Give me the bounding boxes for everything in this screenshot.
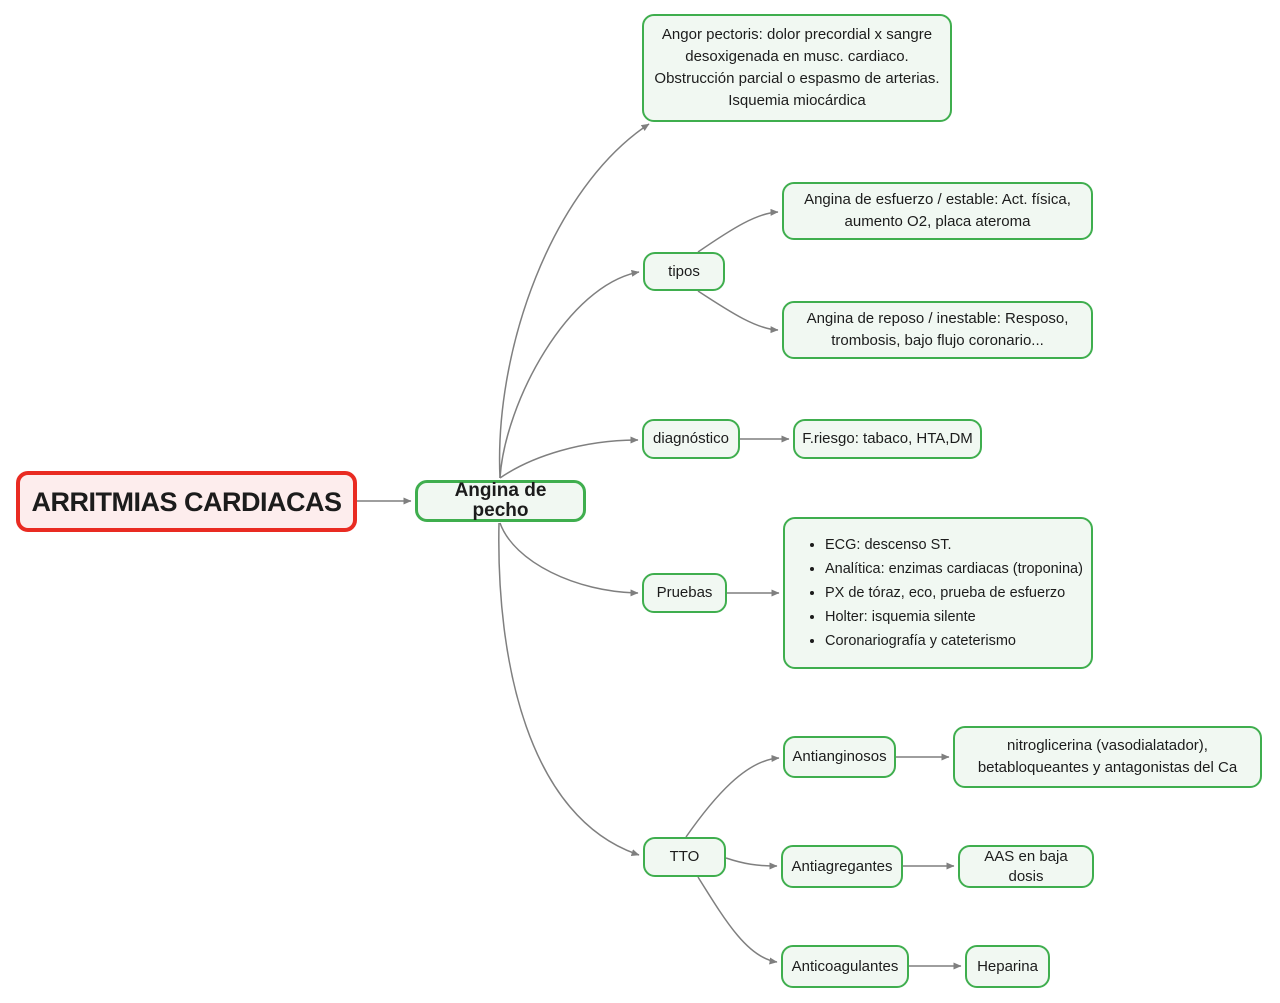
node-label: F.riesgo: tabaco, HTA,DM (802, 430, 973, 447)
node-antianginosos[interactable]: Antianginosos (783, 736, 896, 778)
node-label-line: Isquemia miocárdica (728, 92, 866, 109)
edge-main-to-tipos (499, 269, 640, 479)
node-factores-riesgo[interactable]: F.riesgo: tabaco, HTA,DM (793, 419, 982, 459)
node-tto[interactable]: TTO (643, 837, 726, 877)
node-label: Anticoagulantes (791, 957, 899, 975)
node-label: Antiagregantes (791, 857, 893, 875)
node-label: Angina de pecho (454, 480, 547, 521)
node-definicion-angor[interactable]: Angor pectoris: dolor precordial x sangr… (642, 14, 952, 122)
node-anticoagulantes[interactable]: Anticoagulantes (781, 945, 909, 988)
node-heparina[interactable]: Heparina (965, 945, 1050, 988)
edge-tipos-to-reposo (697, 290, 779, 334)
edge-tipos-to-esfuerzo (697, 208, 779, 253)
node-label: ARRITMIAS CARDIACAS (31, 486, 343, 517)
node-diagnostico[interactable]: diagnóstico (642, 419, 740, 459)
node-label: Heparina (977, 957, 1038, 975)
edge-tto-to-antianginosos (685, 754, 780, 838)
node-angina-reposo[interactable]: Angina de reposo / inestable: Resposo, t… (782, 301, 1093, 359)
edge-main-to-definicion (498, 123, 650, 479)
pruebas-detalle-list: ECG: descenso ST. Analítica: enzimas car… (799, 533, 1083, 653)
node-label-line: Angor pectoris: dolor precordial x sangr… (661, 26, 933, 43)
edge-tto-to-antiagregantes (725, 857, 778, 870)
list-item: ECG: descenso ST. (825, 533, 1083, 557)
node-label-line: Obstrucción parcial o espasmo de arteria… (654, 70, 940, 87)
node-angina-esfuerzo[interactable]: Angina de esfuerzo / estable: Act. físic… (782, 182, 1093, 240)
node-label-line: trombosis, bajo flujo coronario... (831, 332, 1044, 349)
node-label-line: nitroglicerina (vasodialatador), (1007, 737, 1208, 754)
node-antiagregantes[interactable]: Antiagregantes (781, 845, 903, 888)
node-label-line: desoxigenada en musc. cardiaco. (685, 48, 909, 65)
node-label: Antianginosos (792, 748, 887, 765)
list-item: Coronariografía y cateterismo (825, 629, 1083, 653)
node-label-line: betabloqueantes y antagonistas del Ca (977, 759, 1238, 776)
node-arritmias-cardiacas[interactable]: ARRITMIAS CARDIACAS (16, 471, 357, 532)
node-label-line: Angina de esfuerzo / estable: Act. físic… (804, 191, 1071, 208)
node-pruebas-detalle[interactable]: ECG: descenso ST. Analítica: enzimas car… (783, 517, 1093, 669)
edge-main-to-diagnostico (499, 436, 639, 479)
edge-main-to-pruebas (499, 522, 639, 597)
node-label: TTO (669, 848, 700, 865)
node-antianginosos-detalle[interactable]: nitroglicerina (vasodialatador), betablo… (953, 726, 1262, 788)
node-pruebas[interactable]: Pruebas (642, 573, 727, 613)
node-label: diagnóstico (653, 430, 729, 447)
list-item: PX de tóraz, eco, prueba de esfuerzo (825, 581, 1083, 605)
edge-main-to-tto (498, 522, 640, 856)
node-label: Pruebas (656, 584, 713, 601)
node-label-line: Angina de reposo / inestable: Resposo, (806, 310, 1069, 327)
node-label: tipos (668, 262, 700, 280)
node-tipos[interactable]: tipos (643, 252, 725, 291)
edge-tto-to-anticoagulantes (697, 876, 778, 965)
node-angina-de-pecho[interactable]: Angina de pecho (415, 480, 586, 522)
node-aas-baja-dosis[interactable]: AAS en baja dosis (958, 845, 1094, 888)
list-item: Holter: isquemia silente (825, 605, 1083, 629)
node-label-line: aumento O2, placa ateroma (844, 213, 1031, 230)
list-item: Analítica: enzimas cardiacas (troponina) (825, 557, 1083, 581)
node-label: AAS en baja dosis (984, 847, 1068, 885)
